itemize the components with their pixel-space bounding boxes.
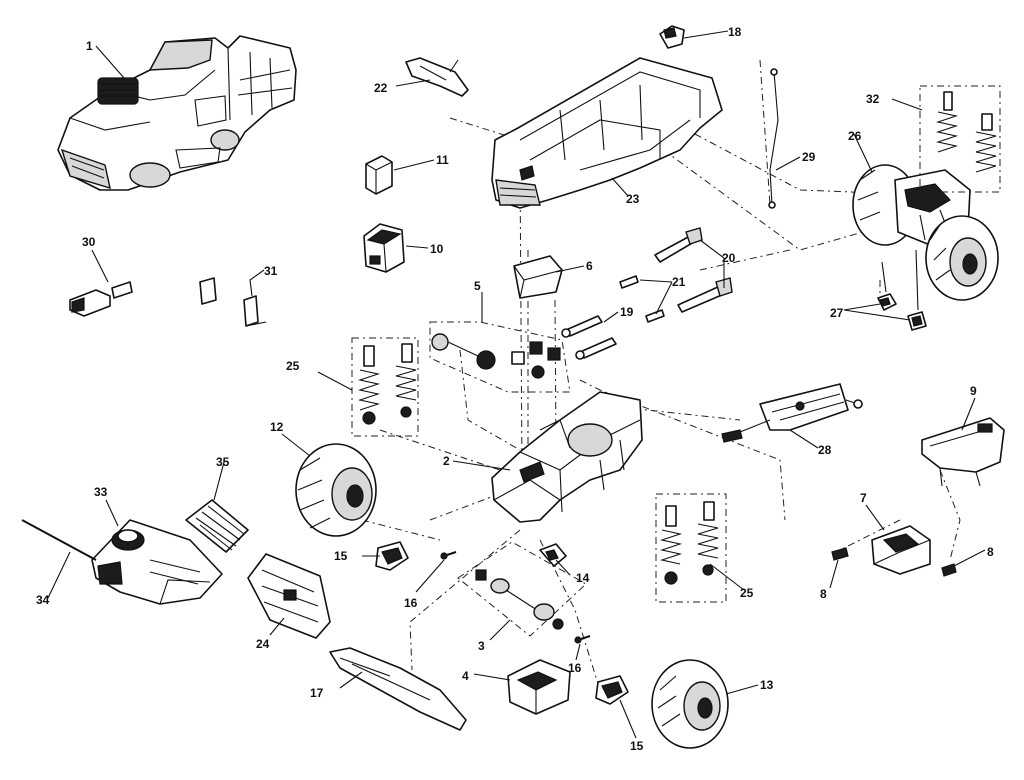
label-part-30: 30 — [82, 235, 96, 249]
label-part-20: 20 — [722, 251, 736, 265]
linkage-part-19 — [561, 315, 617, 360]
label-part-14: 14 — [576, 571, 590, 585]
bumper-bracket-part-9 — [921, 417, 1005, 487]
label-part-33: 33 — [94, 485, 108, 499]
front-wheel-part-12 — [295, 443, 377, 537]
screw-part-8-right — [941, 563, 957, 577]
antenna-part-34 — [21, 519, 97, 561]
label-part-18: 18 — [728, 25, 742, 39]
label-part-27: 27 — [830, 306, 844, 320]
gear-set-part-5 — [429, 321, 571, 393]
hub-part-15-upper — [375, 541, 409, 571]
clip-part-31 — [199, 277, 267, 327]
label-part-28: 28 — [818, 443, 832, 457]
clip-part-18 — [659, 25, 685, 49]
label-part-24: 24 — [256, 637, 270, 651]
label-part-35: 35 — [216, 455, 230, 469]
label-part-29: 29 — [802, 150, 816, 164]
label-part-21: 21 — [672, 275, 686, 289]
switch-part-11 — [365, 155, 393, 195]
label-part-7: 7 — [860, 491, 867, 505]
label-part-23: 23 — [626, 192, 640, 206]
part-number-labels: 1 2 3 4 5 6 7 8 8 9 10 11 12 13 14 15 15… — [36, 25, 994, 753]
bracket-part-22 — [405, 57, 469, 97]
steering-knuckle-part-14 — [539, 543, 567, 567]
battery-pack-part-10 — [363, 223, 405, 273]
label-part-26: 26 — [848, 129, 862, 143]
pins-part-21 — [619, 275, 665, 323]
label-part-19: 19 — [620, 305, 634, 319]
front-bumper-part-17 — [329, 647, 467, 731]
front-springs-part-25-left — [351, 337, 419, 437]
label-part-15-upper: 15 — [334, 549, 348, 563]
cover-part-35 — [185, 499, 249, 553]
screw-part-16-upper — [440, 551, 457, 560]
label-part-11: 11 — [436, 153, 449, 167]
label-part-1: 1 — [86, 39, 93, 53]
label-part-6: 6 — [586, 259, 593, 273]
front-springs-part-25-right — [655, 493, 727, 603]
hub-part-15-lower — [595, 675, 629, 705]
label-part-5: 5 — [474, 279, 481, 293]
label-part-31: 31 — [264, 264, 278, 278]
grille-guard-part-24 — [247, 553, 331, 639]
servo-mount-part-4 — [507, 659, 571, 715]
drive-shafts-part-20 — [654, 227, 733, 313]
gearbox-housing-part-2 — [491, 391, 643, 523]
rear-axle-assembly-part-26 — [852, 164, 999, 301]
label-part-8-right: 8 — [987, 545, 994, 559]
leader-lines — [47, 30, 986, 739]
label-part-34: 34 — [36, 593, 50, 607]
label-part-8-left: 8 — [820, 587, 827, 601]
label-part-9: 9 — [970, 384, 977, 398]
steering-servo-part-7 — [871, 525, 931, 575]
screw-part-16-lower — [574, 635, 591, 644]
label-part-25-right: 25 — [740, 586, 754, 600]
label-part-22: 22 — [374, 81, 388, 95]
connector-part-30 — [69, 281, 133, 317]
label-part-10: 10 — [430, 242, 444, 256]
label-part-32: 32 — [866, 92, 880, 106]
steering-linkage-part-3 — [457, 541, 587, 637]
label-part-3: 3 — [478, 639, 485, 653]
mounts-part-27 — [877, 249, 927, 331]
label-part-16-upper: 16 — [404, 596, 418, 610]
truck-body-part — [57, 35, 297, 191]
chassis-frame-part — [491, 57, 723, 209]
label-part-16-lower: 16 — [568, 661, 582, 675]
screw-part-8-left — [831, 547, 849, 561]
label-part-4: 4 — [462, 669, 469, 683]
label-part-15-lower: 15 — [630, 739, 644, 753]
antenna-wire-part-29 — [768, 68, 779, 209]
rear-springs-part-32 — [919, 85, 1001, 193]
label-part-17: 17 — [310, 686, 324, 700]
label-part-13: 13 — [760, 678, 774, 692]
label-part-2: 2 — [443, 454, 450, 468]
cover-plate-part-6 — [513, 255, 563, 299]
front-wheel-part-13 — [651, 659, 729, 749]
circuit-board-part-28 — [721, 383, 863, 443]
label-part-25-left: 25 — [286, 359, 300, 373]
transmitter-part-33 — [91, 519, 223, 605]
label-part-12: 12 — [270, 420, 284, 434]
